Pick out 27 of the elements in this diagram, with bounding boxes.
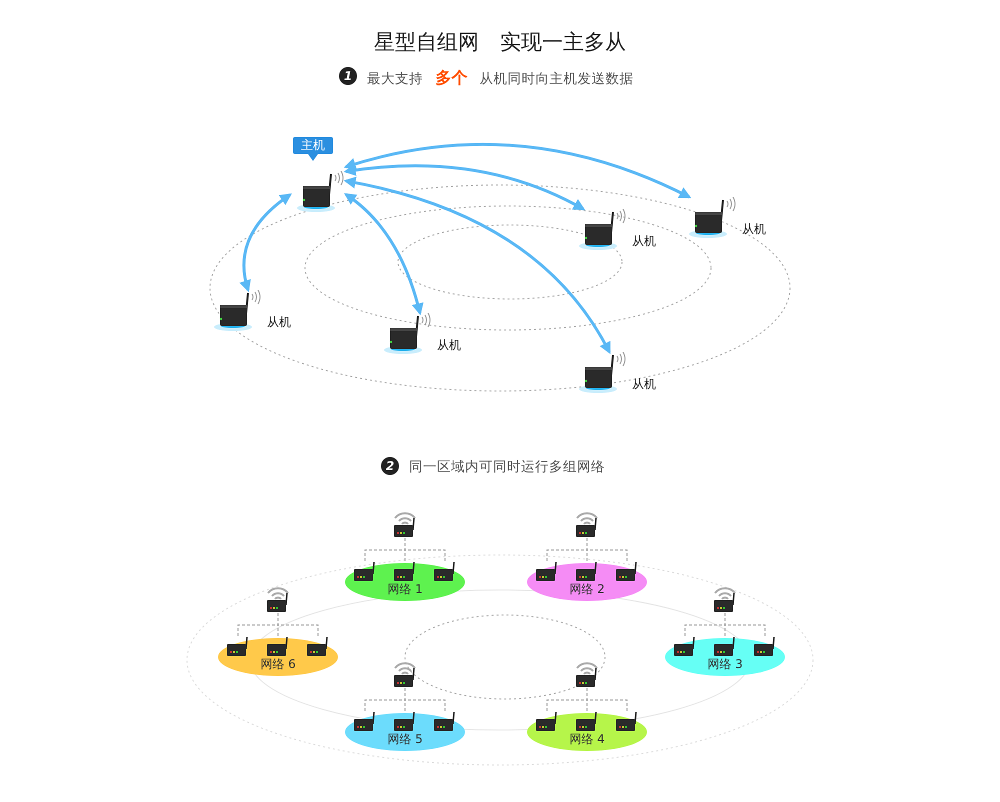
number-badge: 1 <box>339 67 357 85</box>
number-badge: 2 <box>381 457 399 475</box>
network-ellipse: 网络 6 <box>218 638 338 676</box>
device-label: 从机 <box>267 314 291 331</box>
connector-line <box>404 688 446 712</box>
device-label: 从机 <box>632 376 656 393</box>
title: 星型自组网 实现一主多从 <box>373 29 627 56</box>
device-label: 从机 <box>632 233 656 250</box>
connector-line <box>586 688 628 712</box>
arrow <box>240 193 292 292</box>
connector-line <box>724 612 766 638</box>
network-ellipse: 网络 3 <box>665 638 785 676</box>
arrow <box>344 142 692 198</box>
connector-line <box>586 538 628 562</box>
device-label: 从机 <box>437 337 461 354</box>
network-ellipse: 网络 5 <box>345 713 465 751</box>
subheading: 最大支持 多个 从机同时向主机发送数据 <box>367 68 634 89</box>
arrow <box>344 164 586 210</box>
connector-line <box>404 538 446 562</box>
subheading: 同一区域内可同时运行多组网络 <box>409 458 605 476</box>
network-ellipse: 网络 1 <box>345 563 465 601</box>
arrow <box>344 176 611 354</box>
arrow <box>344 193 424 316</box>
connector-line <box>278 612 318 638</box>
network-ellipse: 网络 4 <box>527 713 647 751</box>
device-label: 从机 <box>742 221 766 238</box>
network-ellipse: 网络 2 <box>527 563 647 601</box>
